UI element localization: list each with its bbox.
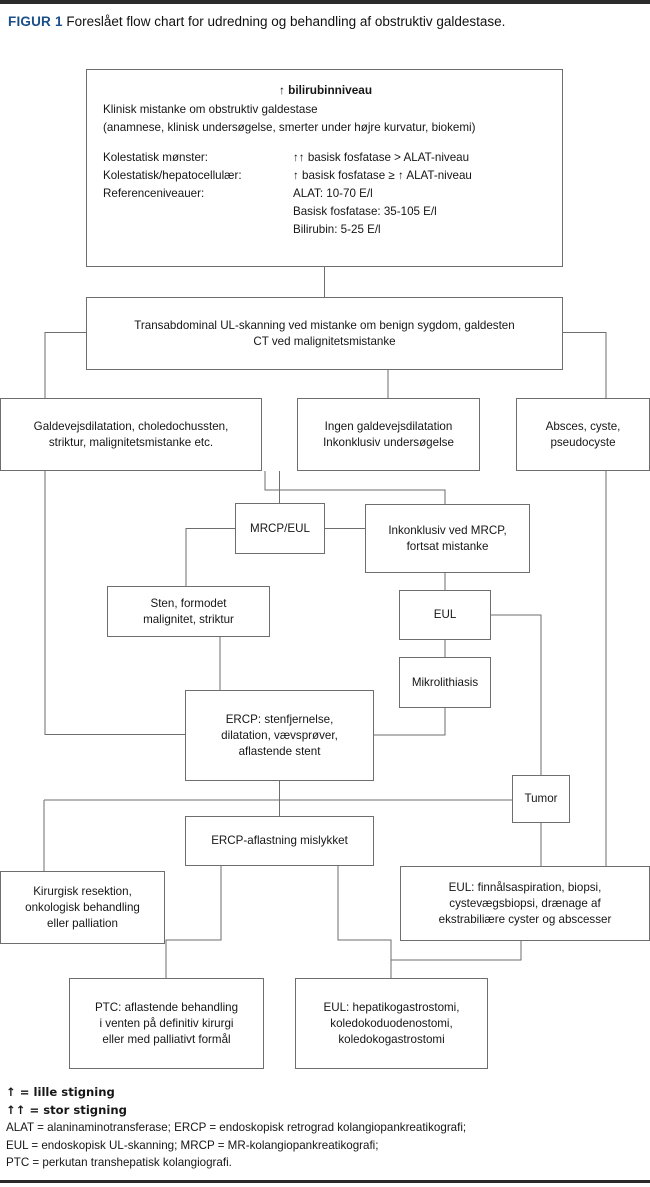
inkonk-line-2: fortsat mistanke: [406, 539, 489, 553]
row-value: Basisk fosfatase: 35-105 E/l: [293, 205, 437, 218]
eulfna-line-1: EUL: finnålsaspiration, biopsi,: [448, 880, 602, 894]
legend-line-3: ALAT = alaninaminotransferase; ERCP = en…: [6, 1121, 467, 1135]
eulhep-line-2: koledokoduodenostomi,: [330, 1016, 453, 1030]
kirurgisk-line-3: eller palliation: [47, 916, 118, 930]
legend-line-2: ↑↑ = stor stigning: [6, 1102, 127, 1117]
eulhep-line-3: koledokogastrostomi: [338, 1032, 445, 1046]
clinical-line-2: (anamnese, klinisk undersøgelse, smerter…: [103, 121, 476, 134]
row-value: Bilirubin: 5-25 E/l: [293, 223, 381, 236]
node-ingen-dilatation: Ingen galdevejsdilatation Inkonklusiv un…: [297, 398, 480, 471]
kirurgisk-line-2: onkologisk behandling: [25, 900, 140, 914]
ingen-line-2: Inkonklusiv undersøgelse: [323, 435, 454, 449]
legend-line-4: EUL = endoskopisk UL-skanning; MRCP = MR…: [6, 1138, 379, 1152]
row-label: [103, 221, 293, 239]
clinical-reference-table: Kolestatisk mønster: ↑↑ basisk fosfatase…: [103, 149, 548, 239]
node-eul-hepatikogastrostomi: EUL: hepatikogastrostomi, koledokoduoden…: [295, 978, 488, 1069]
table-row: Bilirubin: 5-25 E/l: [103, 221, 548, 239]
node-mikrolithiasis: Mikrolithiasis: [399, 657, 491, 708]
table-row: Kolestatisk mønster: ↑↑ basisk fosfatase…: [103, 149, 548, 167]
row-value: ↑↑ basisk fosfatase > ALAT-niveau: [293, 151, 470, 164]
sten-line-2: malignitet, striktur: [143, 612, 234, 626]
node-clinical-suspicion: ↑ bilirubinniveau Klinisk mistanke om ob…: [86, 69, 563, 267]
ercpfail-label: ERCP-aflastning mislykket: [211, 834, 348, 847]
figure-caption-text: Foreslået flow chart for udredning og be…: [62, 14, 506, 29]
ingen-line-1: Ingen galdevejsdilatation: [324, 419, 453, 433]
eulfna-line-3: ekstrabiliære cyster og abscesser: [438, 912, 612, 926]
clinical-header: ↑ bilirubinniveau: [278, 83, 373, 97]
node-galdevejsdilatation: Galdevejsdilatation, choledochussten, st…: [0, 398, 262, 471]
row-label: Referenceniveauer:: [103, 187, 205, 200]
mrcp-label: MRCP/EUL: [250, 521, 310, 535]
ptc-line-3: eller med palliativt formål: [102, 1032, 231, 1046]
node-inkonklusiv-mrcp: Inkonklusiv ved MRCP, fortsat mistanke: [365, 504, 530, 573]
legend-line-1: ↑ = lille stigning: [6, 1085, 115, 1099]
table-row: Referenceniveauer: ALAT: 10-70 E/l: [103, 185, 548, 203]
legend-line-5: PTC = perkutan transhepatisk kolangiogra…: [6, 1156, 232, 1170]
node-sten-malignitet: Sten, formodet malignitet, striktur: [107, 586, 270, 637]
dilat-line-1: Galdevejsdilatation, choledochussten,: [33, 419, 229, 433]
figure-legend: ↑ = lille stigning ↑↑ = stor stigning AL…: [6, 1084, 642, 1172]
absces-line-2: pseudocyste: [550, 435, 616, 449]
row-label: [103, 203, 293, 221]
ercp-line-3: aflastende stent: [238, 744, 321, 758]
node-transabdominal-ul: Transabdominal UL-skanning ved mistanke …: [86, 297, 563, 370]
figure-caption: FIGUR 1 Foreslået flow chart for udredni…: [8, 12, 568, 31]
dilat-line-2: striktur, malignitetsmistanke etc.: [48, 435, 214, 449]
node-ptc: PTC: aflastende behandling i venten på d…: [69, 978, 264, 1069]
figure-label: FIGUR 1: [8, 14, 63, 29]
row-value: ALAT: 10-70 E/l: [293, 187, 373, 200]
ercp-line-2: dilatation, vævsprøver,: [221, 728, 338, 742]
eulhep-line-1: EUL: hepatikogastrostomi,: [323, 1000, 460, 1014]
sten-line-1: Sten, formodet: [150, 596, 227, 610]
mikro-label: Mikrolithiasis: [411, 675, 479, 689]
eul-label: EUL: [433, 608, 457, 621]
ercp-line-1: ERCP: stenfjernelse,: [225, 712, 334, 726]
node-mrcp-eul: MRCP/EUL: [235, 503, 325, 554]
eulfna-line-2: cystevægsbiopsi, drænage af: [449, 896, 601, 910]
node-ercp: ERCP: stenfjernelse, dilatation, vævsprø…: [185, 690, 374, 781]
node-ercp-aflastning-mislykket: ERCP-aflastning mislykket: [185, 816, 374, 866]
clinical-line-1: Klinisk mistanke om obstruktiv galdestas…: [103, 103, 318, 116]
table-row: Kolestatisk/hepatocellulær: ↑ basisk fos…: [103, 167, 548, 185]
table-row: Basisk fosfatase: 35-105 E/l: [103, 203, 548, 221]
ul-line-1: Transabdominal UL-skanning ved mistanke …: [134, 318, 515, 332]
tumor-label: Tumor: [524, 792, 558, 805]
node-absces-cyste: Absces, cyste, pseudocyste: [516, 398, 650, 471]
node-eul: EUL: [399, 590, 491, 640]
inkonk-line-1: Inkonklusiv ved MRCP,: [388, 523, 507, 537]
kirurgisk-line-1: Kirurgisk resektion,: [33, 884, 132, 898]
row-value: ↑ basisk fosfatase ≥ ↑ ALAT-niveau: [293, 169, 472, 182]
row-label: Kolestatisk/hepatocellulær:: [103, 169, 242, 182]
clinical-spacer: [103, 137, 548, 149]
absces-line-1: Absces, cyste,: [545, 419, 621, 433]
bottom-rule: [0, 1180, 650, 1183]
ul-line-2: CT ved malignitetsmistanke: [253, 334, 396, 348]
ptc-line-2: i venten på definitiv kirurgi: [99, 1016, 234, 1030]
node-tumor: Tumor: [512, 775, 570, 823]
top-rule: [0, 0, 650, 4]
ptc-line-1: PTC: aflastende behandling: [94, 1000, 239, 1014]
node-kirurgisk-resektion: Kirurgisk resektion, onkologisk behandli…: [0, 871, 165, 944]
row-label: Kolestatisk mønster:: [103, 151, 209, 164]
node-eul-finnalsaspiration: EUL: finnålsaspiration, biopsi, cystevæg…: [400, 866, 650, 941]
